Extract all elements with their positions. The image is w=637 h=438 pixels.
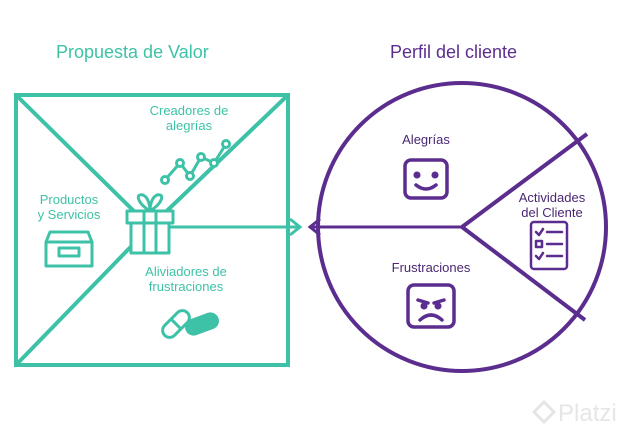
- box-icon: [44, 230, 94, 268]
- square-diagonal-top: [14, 93, 152, 229]
- customer-jobs-label: Actividades del Cliente: [518, 190, 586, 220]
- square-frame: [14, 93, 290, 367]
- customer-profile-title: Perfil del cliente: [390, 42, 518, 62]
- square-diagonal-bottom: [14, 225, 152, 367]
- circle-divider-bottom: [460, 225, 587, 322]
- value-proposition-square: [14, 93, 290, 367]
- checklist-icon: [529, 220, 569, 271]
- pain-relievers-label: Aliviadores de frustraciones: [145, 264, 227, 294]
- watermark-text: Platzi: [558, 400, 617, 427]
- pills-icon: [161, 309, 219, 339]
- gift-icon: [125, 193, 175, 255]
- circle-frame: [316, 81, 608, 373]
- circle-divider-top: [460, 132, 589, 229]
- value-proposition-title: Propuesta de Valor: [56, 42, 209, 62]
- sad-face-icon: [406, 283, 456, 329]
- customer-profile-circle: [316, 81, 608, 373]
- square-diagonal-right: [148, 93, 290, 229]
- smiley-icon: [403, 158, 449, 200]
- line-chart-icon: [160, 139, 231, 185]
- gains-label: Alegrías: [402, 132, 450, 147]
- connector-arrow: [150, 217, 462, 237]
- products-services-label: Productos y Servicios: [37, 192, 101, 222]
- platzi-watermark: Platzi: [532, 400, 617, 428]
- gain-creators-label: Creadores de alegrías: [149, 103, 229, 133]
- pains-label: Frustraciones: [391, 260, 471, 275]
- platzi-logo-icon: [531, 399, 557, 425]
